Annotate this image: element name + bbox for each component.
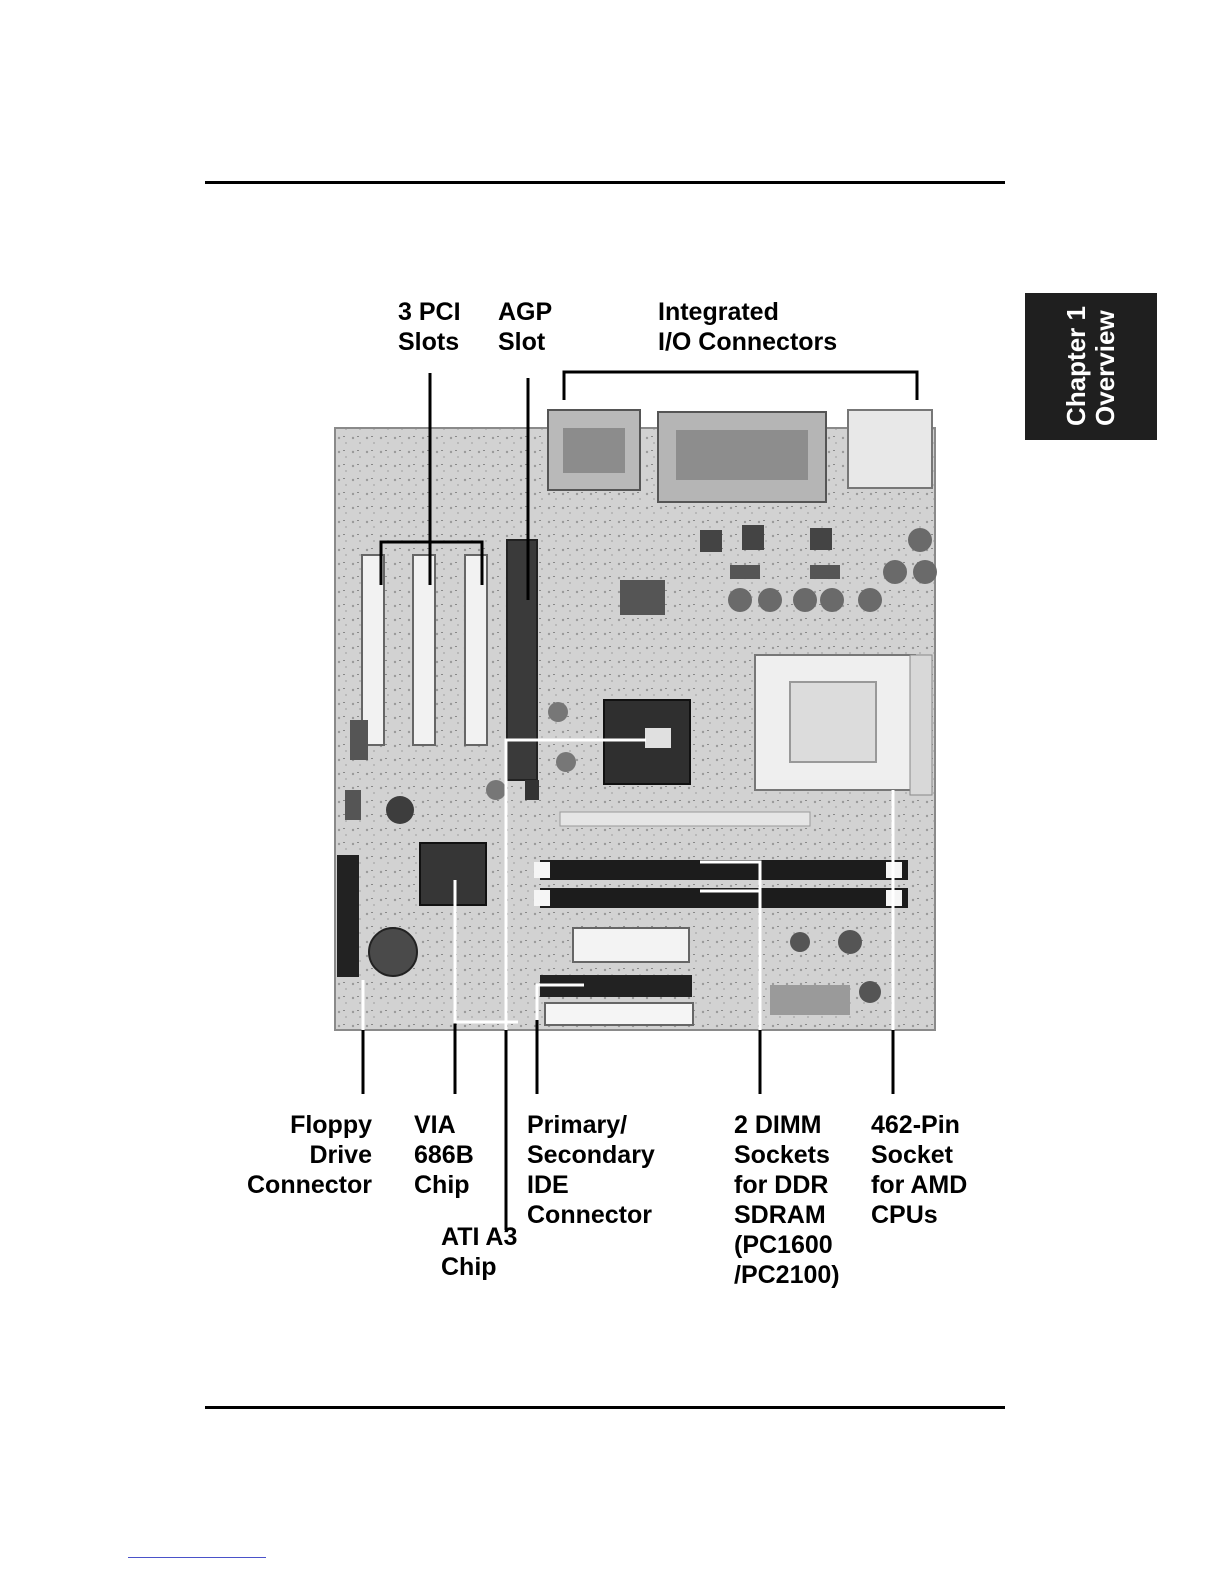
label-ide-line4: Connector — [527, 1200, 655, 1230]
label-dimm-line6: /PC2100) — [734, 1260, 840, 1290]
label-cpu-socket: 462-Pin Socket for AMD CPUs — [871, 1110, 967, 1230]
footer-link-underline — [128, 1557, 266, 1558]
label-pci-slots: 3 PCI Slots — [398, 297, 461, 357]
label-dimm-line1: 2 DIMM — [734, 1110, 840, 1140]
label-floppy-connector: Floppy Drive Connector — [200, 1110, 372, 1200]
label-dimm-line5: (PC1600 — [734, 1230, 840, 1260]
label-ide-connector: Primary/ Secondary IDE Connector — [527, 1110, 655, 1230]
io-connectors — [548, 410, 932, 502]
label-floppy-line1: Floppy — [200, 1110, 372, 1140]
label-via-line3: Chip — [414, 1170, 474, 1200]
label-ati-line1: ATI A3 — [441, 1222, 517, 1252]
label-io-line2: I/O Connectors — [658, 327, 837, 357]
cpu-socket — [755, 655, 932, 795]
label-io-connectors: Integrated I/O Connectors — [658, 297, 837, 357]
label-dimm-line4: SDRAM — [734, 1200, 840, 1230]
label-agp-slot: AGP Slot — [498, 297, 552, 357]
label-ati-chip: ATI A3 Chip — [441, 1222, 517, 1282]
label-via-chip: VIA 686B Chip — [414, 1110, 474, 1200]
floppy-connector — [337, 855, 359, 977]
label-floppy-line3: Connector — [200, 1170, 372, 1200]
label-floppy-line2: Drive — [200, 1140, 372, 1170]
via-686b-chip — [420, 843, 486, 905]
label-agp-line1: AGP — [498, 297, 552, 327]
label-via-line2: 686B — [414, 1140, 474, 1170]
label-ide-line1: Primary/ — [527, 1110, 655, 1140]
label-io-line1: Integrated — [658, 297, 837, 327]
label-pci-line1: 3 PCI — [398, 297, 461, 327]
label-ide-line3: IDE — [527, 1170, 655, 1200]
label-dimm-sockets: 2 DIMM Sockets for DDR SDRAM (PC1600 /PC… — [734, 1110, 840, 1290]
label-via-line1: VIA — [414, 1110, 474, 1140]
footer-rule — [205, 1406, 1005, 1409]
atx-power-connector — [573, 928, 689, 962]
label-dimm-line2: Sockets — [734, 1140, 840, 1170]
cmos-battery — [369, 928, 417, 976]
label-socket-line1: 462-Pin — [871, 1110, 967, 1140]
label-socket-line2: Socket — [871, 1140, 967, 1170]
label-pci-line2: Slots — [398, 327, 461, 357]
label-ati-line2: Chip — [441, 1252, 517, 1282]
label-socket-line3: for AMD — [871, 1170, 967, 1200]
label-agp-line2: Slot — [498, 327, 552, 357]
agp-slot — [507, 540, 537, 780]
label-ide-line2: Secondary — [527, 1140, 655, 1170]
label-dimm-line3: for DDR — [734, 1170, 840, 1200]
label-socket-line4: CPUs — [871, 1200, 967, 1230]
